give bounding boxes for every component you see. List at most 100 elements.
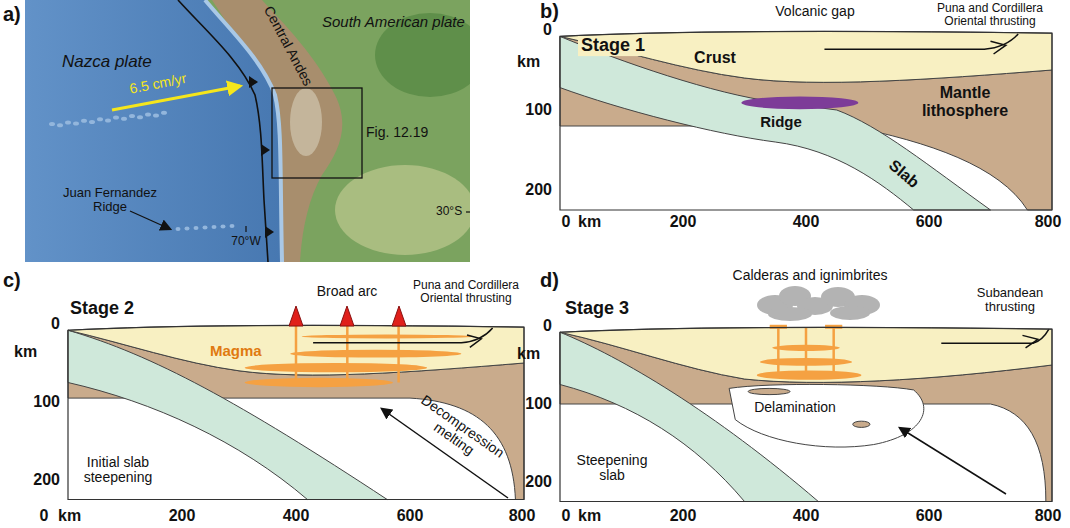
depth-tick: 200 [525,473,552,491]
panel-letter: c) [3,269,21,291]
distance-tick: 200 [670,507,697,525]
caldera [770,325,787,329]
longitude-label: 70°W [231,235,260,248]
magma-body [245,363,427,372]
plate-name: Nazca plate [62,53,152,72]
seamount [65,120,71,124]
seamount [121,117,127,121]
trench-tooth [265,226,274,238]
andes-range [212,0,342,262]
distance-tick: 600 [916,507,943,525]
seamount [57,123,63,127]
cross-section [560,31,1052,210]
volcano [392,306,406,326]
section-outline [560,327,1052,501]
axis-unit: km [14,343,37,361]
stage-title: Stage 1 [578,36,648,56]
seamount [176,227,181,231]
subducted-ridge [741,96,858,109]
distance-tick: 400 [793,507,820,525]
seamount [194,226,199,230]
magma-conduit [777,328,780,376]
magma-body [245,378,393,387]
thrust-fault [824,34,1018,49]
stage-title: Stage 2 [70,299,134,319]
seamount [105,118,111,122]
crust [560,31,1052,82]
magma-body [290,350,461,358]
seamount [137,115,143,119]
flow-arrow [900,428,1006,494]
rate-label: 6.5 cm/yr [128,71,187,97]
depth-tick: 200 [525,181,552,199]
crust [560,327,1052,382]
magma-conduit [832,328,835,376]
ash-cloud [830,306,870,320]
thrust-chevron [467,335,481,347]
depth-tick: 0 [543,317,552,335]
seamount [221,225,226,229]
magma-label: Magma [210,343,262,360]
seamount [230,224,235,228]
seamount [113,116,119,120]
distance-tick: 0 [562,213,571,231]
magma-body [757,370,862,379]
seamount [97,117,103,121]
latitude-label: 30°S [436,205,462,218]
altiplano [290,88,322,156]
ridge-name: Juan Fernandez Ridge [53,186,168,215]
seamount [145,112,151,116]
trench-tooth [261,144,270,156]
feature-label: Puna and Cordillera Oriental thrusting [407,279,525,305]
volcano [340,306,354,326]
process-label: Delamination [754,400,836,415]
panel-letter: d) [540,269,559,291]
depth-tick: 100 [33,393,60,411]
section-ground [560,327,1052,501]
axis-unit: km [58,507,81,525]
feature-label: Volcanic gap [775,4,854,19]
seamount [89,120,95,124]
inset-box [272,88,362,178]
section-ground [560,31,1052,210]
ash-cloud [768,307,812,321]
seamount [49,122,55,126]
layer-name: Mantle lithosphere [915,84,1015,119]
longitude-tick [245,226,246,232]
distance-tick: 400 [283,507,310,525]
cross-section [560,327,1052,502]
distance-tick: 200 [670,213,697,231]
axis-unit: km [517,345,540,363]
depth-tick: 0 [543,21,552,39]
feature-label: Calderas and ignimbrites [733,268,888,283]
thrust-chevron [1022,335,1037,347]
depth-tick: 0 [51,315,60,333]
volcano [289,306,303,326]
distance-tick: 600 [397,507,424,525]
layer-name: Slab [885,156,922,191]
figure-reference: Fig. 12.19 [366,125,428,140]
thrust-chevron [991,41,1006,54]
layer-name: Crust [694,49,736,67]
process-label: Steepening slab [562,453,662,484]
magma-body [772,345,840,351]
thrust-fault [941,329,1049,343]
process-label: Decompression melting [400,386,516,480]
seamount [161,111,167,115]
region-name: Central Andes [261,4,316,89]
seamount [73,122,79,126]
distance-tick: 0 [40,507,49,525]
map [25,0,470,262]
distance-tick: 800 [1035,507,1062,525]
seamount [153,114,159,118]
trench-tooth [249,76,258,88]
feature-label: Subandean thrusting [960,286,1060,315]
seamount [81,119,87,123]
seamount [129,114,135,118]
plate-name: South American plate [322,14,465,31]
delamination-gap [729,384,924,447]
stage-title: Stage 3 [565,299,629,319]
latitude-tick [466,211,470,212]
